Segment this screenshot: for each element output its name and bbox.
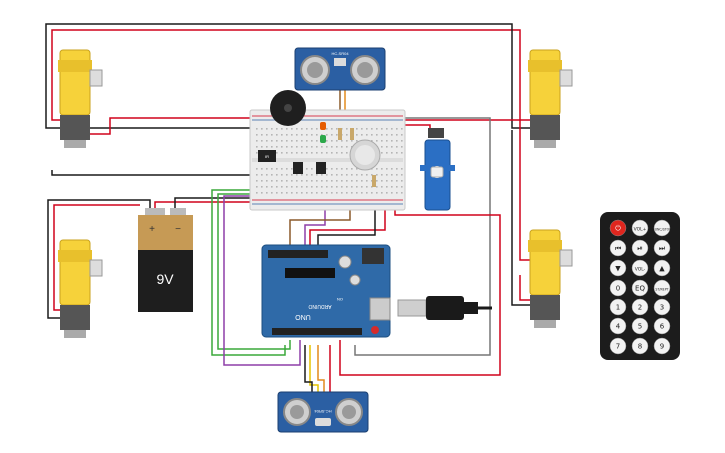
remote-button[interactable]: 6 (653, 317, 671, 335)
wire-bottom-orange (317, 345, 325, 395)
usb-cable (397, 296, 492, 320)
ultrasonic-sensor-bottom: HC-SR04 (277, 391, 369, 433)
remote-button-label: 9 (660, 343, 664, 351)
remote-button-label: 1 (616, 304, 620, 312)
remote-button[interactable]: EQ (631, 279, 649, 297)
remote-button[interactable]: ⏮ (609, 239, 627, 257)
remote-button[interactable]: ▲ (653, 259, 671, 277)
remote-button-label: 6 (660, 323, 665, 331)
wire-top-red (51, 29, 530, 121)
remote-button-label: VOL- (635, 267, 646, 273)
remote-button[interactable]: 8 (631, 337, 649, 355)
wire-right-red2 (519, 275, 530, 301)
ir-receiver: IR (258, 150, 276, 162)
wire-bottom-black (304, 345, 313, 395)
wire-red-long (339, 195, 501, 376)
wire-left-red (53, 204, 140, 311)
remote-button[interactable]: ST/REPT (653, 279, 671, 297)
sensor-round (349, 139, 381, 171)
remote-button-label: 8 (638, 343, 642, 351)
ir-remote: ⏻ VOL+ FUNC/STOP ⏮ ⏯ ⏭ ▼ VOL- ▲ 0 EQ ST/REPT 1 2 3 4 5 6 7… (600, 212, 680, 360)
motor-driver-chip-1 (293, 162, 303, 174)
ultrasonic-sensor-top: HC-SR04 (294, 47, 386, 91)
remote-button[interactable]: VOL+ (631, 219, 649, 237)
remote-button[interactable]: 2 (631, 298, 649, 316)
battery-plus: + (149, 224, 155, 235)
wire-black-bb-ard (317, 195, 376, 245)
remote-button-label: ▲ (659, 265, 665, 273)
remote-button-label: VOL+ (634, 227, 647, 233)
remote-button[interactable]: 0 (609, 279, 627, 297)
wire-green-1 (211, 189, 286, 356)
wire-purple-1 (223, 195, 301, 366)
buzzer (270, 90, 306, 126)
resistor-1 (338, 128, 342, 140)
remote-button-label: ⏮ (615, 245, 621, 253)
wire-purple-2 (304, 198, 326, 245)
remote-button-label: ▼ (615, 265, 621, 273)
remote-button[interactable]: ⏯ (631, 239, 649, 257)
remote-button-label: ⏯ (637, 245, 643, 253)
remote-button-label: ⏻ (615, 225, 621, 233)
remote-button-label: EQ (635, 285, 645, 293)
remote-button[interactable]: ▼ (609, 259, 627, 277)
wire-right-red (395, 119, 530, 261)
remote-button-label: ST/REPT (655, 288, 668, 292)
servo-motor (420, 128, 455, 211)
ir-receiver-label: IR (265, 154, 269, 159)
remote-button-label: ⏭ (659, 245, 666, 253)
wire-gray (354, 117, 491, 356)
wires (45, 23, 530, 395)
remote-button[interactable]: 3 (653, 298, 671, 316)
remote-button[interactable]: VOL- (631, 259, 649, 277)
ultrasonic-bottom-label: HC-SR04 (314, 409, 332, 414)
remote-button[interactable]: ⏭ (653, 239, 671, 257)
wire-green-2 (217, 193, 291, 350)
arduino-uno: UNO ARDUINO ON (261, 244, 391, 338)
remote-button-label: 5 (638, 323, 642, 331)
breadboard (249, 109, 406, 211)
ultrasonic-top-label: HC-SR04 (331, 51, 349, 56)
remote-button[interactable]: ⏻ (609, 219, 627, 237)
battery-label: 9V (156, 271, 174, 287)
arduino-sub: ARDUINO (308, 303, 331, 309)
resistor-2 (350, 128, 354, 140)
remote-button-label: 3 (660, 304, 664, 312)
remote-button-label: 7 (616, 343, 620, 351)
remote-button-label: 0 (616, 285, 620, 293)
wire-red-bb-ard (309, 195, 386, 245)
arduino-on-label: ON (337, 297, 343, 302)
arduino-brand: UNO (295, 313, 311, 320)
remote-button[interactable]: 5 (631, 317, 649, 335)
wire-top-black (45, 23, 530, 129)
led-green (320, 135, 326, 143)
remote-button-label: FUNC/STOP (653, 228, 671, 232)
remote-button-label: 4 (616, 323, 621, 331)
wire-bottom-yellow (309, 345, 319, 395)
motor-bottom-left (58, 239, 103, 338)
remote-button[interactable]: 1 (609, 298, 627, 316)
remote-buttons: ⏻ VOL+ FUNC/STOP ⏮ ⏯ ⏭ ▼ VOL- ▲ 0 EQ ST/REPT 1 2 3 4 5 6 7… (609, 219, 671, 355)
battery-minus: − (175, 224, 181, 235)
led-red (320, 122, 326, 130)
wire-mid-black (51, 170, 255, 176)
motor-top-left (58, 49, 103, 148)
remote-button[interactable]: 7 (609, 337, 627, 355)
remote-button[interactable]: FUNC/STOP (653, 219, 671, 237)
battery-9v: + − 9V (138, 208, 193, 312)
wire-left-black (47, 199, 151, 319)
motor-driver-chip-2 (316, 162, 326, 174)
remote-button[interactable]: 9 (653, 337, 671, 355)
motor-top-right (528, 49, 573, 148)
resistor-3 (372, 175, 376, 187)
wire-motor-tl-red (90, 117, 255, 135)
remote-button[interactable]: 4 (609, 317, 627, 335)
wire-right-black (511, 130, 530, 306)
remote-button-label: 2 (638, 304, 642, 312)
motor-bottom-right (528, 229, 573, 328)
